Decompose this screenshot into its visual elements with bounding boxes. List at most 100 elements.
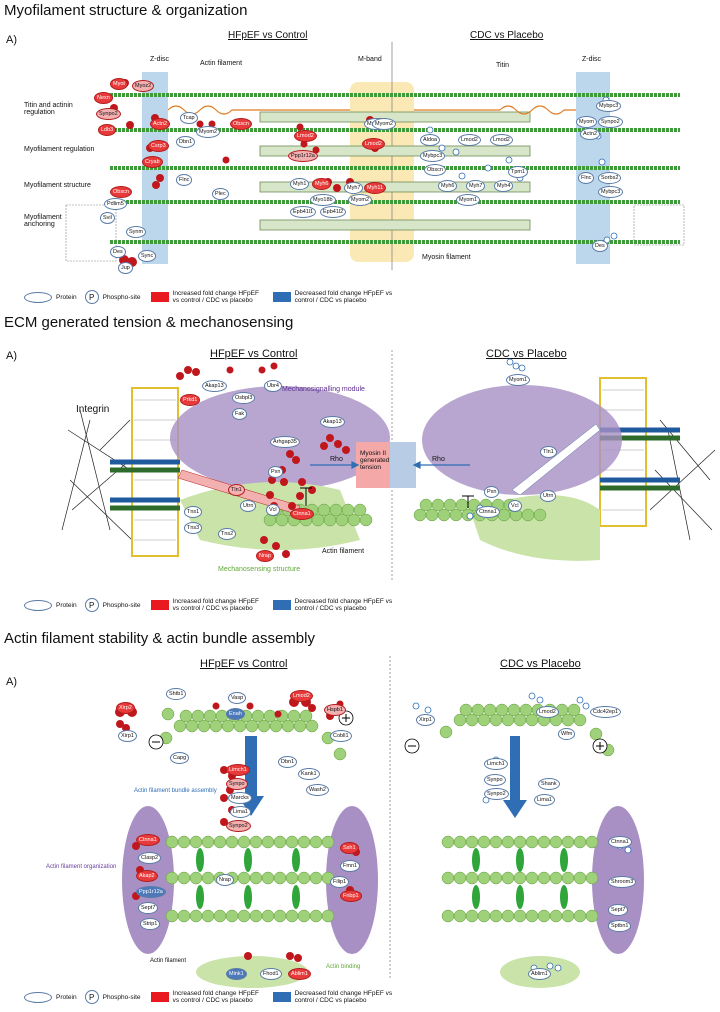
protein-node: Myom1 xyxy=(506,374,531,386)
legend-decrease: Decreased fold change HFpEF vs control /… xyxy=(294,990,393,1004)
protein-node: Ppp1r12a xyxy=(288,150,318,162)
protein-node: Myom1 xyxy=(456,194,481,206)
legend-increase-swatch xyxy=(150,292,169,302)
label-mechanosignalling: Mechanosignalling module xyxy=(282,386,365,393)
protein-node: Hspb1 xyxy=(324,704,346,716)
protein-node: Jup xyxy=(118,262,133,274)
protein-node: Ppp1r12a xyxy=(136,886,166,898)
legend-decrease: Decreased fold change HFpEF vs control /… xyxy=(294,598,393,612)
protein-node: Myh7 xyxy=(344,182,364,194)
actin-diagram xyxy=(115,656,644,988)
protein-node: Ctnna1 xyxy=(476,506,500,518)
protein-node: Lmod2 xyxy=(490,134,513,146)
protein-node: Synpo2 xyxy=(598,116,623,128)
protein-node: Akap2 xyxy=(136,870,158,882)
inhibitor-left xyxy=(300,487,312,506)
header-cdc: CDC vs Placebo xyxy=(486,348,567,360)
panel-actin: Actin filament stability & actin bundle … xyxy=(0,620,720,1012)
protein-node: Flnc xyxy=(578,172,595,184)
protein-node: Osbpl3 xyxy=(232,392,256,404)
legend-protein: Protein xyxy=(56,293,77,301)
ecm-diagram xyxy=(61,350,716,580)
protein-node: Synpo xyxy=(226,778,248,790)
legend-decrease-swatch xyxy=(272,292,291,302)
protein-node: Lmod2 xyxy=(458,134,481,146)
protein-node: Synpo2 xyxy=(96,108,121,120)
protein-node: Fhod1 xyxy=(260,968,282,980)
protein-node: Fak xyxy=(232,408,248,420)
label-mechanosensing: Mechanosensing structure xyxy=(218,566,301,573)
legend-phospho: Phospho-site xyxy=(102,293,141,301)
protein-node: Myom2 xyxy=(196,126,221,138)
panel-myofilament: Myofilament structure & organization A) … xyxy=(0,0,720,310)
protein-node: Nrap xyxy=(216,874,234,886)
protein-node: Obscn xyxy=(230,118,252,130)
label-actin-filament: Actin filament xyxy=(322,548,365,555)
protein-node: Mink1 xyxy=(226,968,247,980)
label-zdisc-right: Z-disc xyxy=(582,56,602,63)
legend-phospho: Phospho-site xyxy=(102,601,141,609)
protein-node: Ssh1 xyxy=(340,842,359,854)
protein-node: Vcl xyxy=(508,500,522,512)
inhibitor-right xyxy=(462,495,474,508)
protein-node: Ablim1 xyxy=(288,968,311,980)
protein-node: Myh4 xyxy=(494,180,514,192)
label-actin-binding: Actin binding xyxy=(326,964,361,970)
protein-node: Ubr4 xyxy=(264,380,282,392)
label-row-anchoring: Myofilament anchoring xyxy=(24,214,62,228)
protein-node: Cdc42ep1 xyxy=(590,706,622,718)
protein-node: Sptbn1 xyxy=(608,920,632,932)
protein-node: Enah xyxy=(226,708,245,720)
protein-node: Strip1 xyxy=(140,918,161,930)
legend-increase-swatch xyxy=(150,992,169,1002)
actin-bundles-right xyxy=(441,835,599,923)
protein-node: Shroom3 xyxy=(608,876,637,888)
protein-node: Fmn1 xyxy=(340,860,361,872)
protein-node: Utrn xyxy=(240,500,257,512)
section-title-ecm: ECM generated tension & mechanosensing xyxy=(4,314,294,331)
legend-increase-swatch xyxy=(150,600,169,610)
protein-node: Des xyxy=(110,246,126,258)
label-rho-left: Rho xyxy=(330,456,343,463)
protein-node: Filip1 xyxy=(330,876,350,888)
protein-node: Myot xyxy=(110,78,128,90)
legend-decrease-swatch xyxy=(272,600,291,610)
integrins-left xyxy=(110,459,180,503)
protein-node: Myom2 xyxy=(372,118,397,130)
header-cdc: CDC vs Placebo xyxy=(470,30,544,41)
label-titin: Titin xyxy=(496,62,509,69)
legend-actin: Protein P Phospho-site Increased fold ch… xyxy=(24,990,395,1004)
protein-node: Fnbp1 xyxy=(340,890,362,902)
protein-node: Wash2 xyxy=(306,784,329,796)
protein-node: Myh11 xyxy=(364,182,387,194)
label-row-titin: Titin and actinin regulation xyxy=(24,102,73,116)
protein-node: Vasp xyxy=(228,692,247,704)
protein-node: Arhgap35 xyxy=(270,436,300,448)
protein-node: Ctnna1 xyxy=(136,834,160,846)
mechanosignalling-module-right xyxy=(422,385,622,495)
label-row-structure: Myofilament structure xyxy=(24,182,91,189)
protein-node: Xirp1 xyxy=(118,730,137,742)
protein-node: Vcl xyxy=(266,504,280,516)
myosin-box-right xyxy=(390,442,416,488)
protein-node: Myoz2 xyxy=(132,80,155,92)
protein-node: Xirp1 xyxy=(416,714,435,726)
legend-protein-ellipse xyxy=(24,991,52,1003)
myofilament-diagram xyxy=(65,42,685,270)
legend-protein-ellipse xyxy=(24,599,52,611)
protein-node: Actn2 xyxy=(150,118,171,130)
bundle-arrow-left xyxy=(245,736,257,796)
protein-node: Epb41l2 xyxy=(320,206,347,218)
legend-myofilament: Protein P Phospho-site Increased fold ch… xyxy=(24,290,395,304)
protein-node: Tcap xyxy=(180,112,198,124)
bundle-arrowhead-right xyxy=(503,800,527,818)
protein-node: Cryab xyxy=(142,156,163,168)
protein-node: Xirp2 xyxy=(116,702,135,714)
section-title-actin: Actin filament stability & actin bundle … xyxy=(4,630,315,647)
protein-node: Capg xyxy=(170,752,190,764)
legend-phospho-icon: P xyxy=(84,990,99,1004)
protein-node: Clasp2 xyxy=(138,852,162,864)
protein-node: Tns1 xyxy=(184,506,203,518)
protein-node: Sept7 xyxy=(608,904,629,916)
protein-node: Nrap xyxy=(256,550,274,562)
